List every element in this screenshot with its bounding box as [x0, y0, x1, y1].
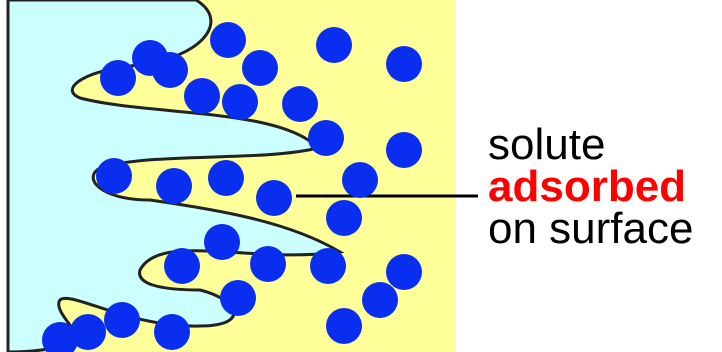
solute-particle: [326, 308, 362, 344]
solute-particle: [250, 246, 286, 282]
solute-particle: [256, 180, 292, 216]
solute-particle: [362, 282, 398, 318]
solute-particle: [222, 84, 258, 120]
solute-particle: [42, 322, 78, 352]
solute-particle: [386, 46, 422, 82]
caption-solute: solute: [488, 120, 606, 169]
caption-on-surface: on surface: [488, 204, 694, 253]
solute-particle: [310, 248, 346, 284]
solute-particle: [104, 302, 140, 338]
solute-particle: [156, 168, 192, 204]
solute-particle: [184, 78, 220, 114]
solute-particle: [282, 86, 318, 122]
solute-particle: [210, 22, 246, 58]
solute-particle: [316, 27, 352, 63]
solute-particle: [242, 50, 278, 86]
solute-particles: [42, 22, 422, 352]
solute-particle: [342, 162, 378, 198]
solute-particle: [204, 224, 240, 260]
solute-particle: [308, 120, 344, 156]
solute-particle: [70, 314, 106, 350]
solute-particle: [96, 158, 132, 194]
solute-particle: [326, 200, 362, 236]
caption: solute adsorbed on surface: [488, 120, 718, 253]
solute-particle: [100, 60, 136, 96]
solute-particle: [386, 132, 422, 168]
solid-surface: [6, 0, 345, 352]
solute-particle: [220, 280, 256, 316]
solute-particle: [132, 40, 168, 76]
solute-particle: [164, 248, 200, 284]
solute-particle: [154, 314, 190, 350]
solute-particle: [386, 254, 422, 290]
caption-adsorbed: adsorbed: [488, 162, 687, 211]
solute-particle: [208, 160, 244, 196]
